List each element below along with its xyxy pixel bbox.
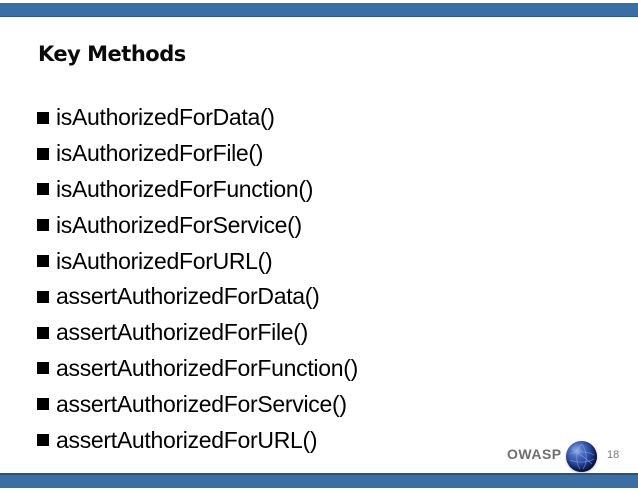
method-name: isAuthorizedForURL() [56,247,273,274]
method-name: isAuthorizedForFile() [56,140,264,167]
list-item: assertAuthorizedForFunction() [37,351,358,387]
bullet-square-icon [37,111,49,124]
page-title: Key Methods [38,42,186,66]
list-item: assertAuthorizedForFile() [37,315,358,351]
method-name: isAuthorizedForFunction() [56,175,314,202]
bullet-square-icon [37,183,49,196]
method-name: assertAuthorizedForFunction() [56,354,358,381]
bullet-square-icon [37,362,49,375]
bullet-square-icon [37,219,49,232]
top-accent-bar [0,3,638,17]
list-item: assertAuthorizedForData() [37,279,358,315]
list-item: isAuthorizedForFunction() [37,172,358,208]
method-name: isAuthorizedForData() [56,104,275,131]
list-item: isAuthorizedForURL() [37,243,358,279]
bullet-square-icon [37,255,49,268]
list-item: isAuthorizedForService() [37,207,358,243]
page-number: 18 [607,449,620,461]
list-item: assertAuthorizedForService() [37,386,358,422]
list-item: isAuthorizedForData() [37,100,358,136]
owasp-brand-label: OWASP [507,446,562,462]
method-name: isAuthorizedForService() [56,211,302,238]
bullet-square-icon [37,326,49,339]
bullet-square-icon [37,434,49,447]
method-list: isAuthorizedForData() isAuthorizedForFil… [37,100,358,458]
bullet-square-icon [37,398,49,411]
bullet-square-icon [37,147,49,160]
method-name: assertAuthorizedForService() [56,390,347,417]
bottom-accent-bar [0,473,638,488]
method-name: assertAuthorizedForData() [56,283,320,310]
list-item: isAuthorizedForFile() [37,136,358,172]
owasp-globe-icon [566,441,597,472]
method-name: assertAuthorizedForURL() [56,426,318,453]
bullet-square-icon [37,290,49,303]
method-name: assertAuthorizedForFile() [56,319,308,346]
list-item: assertAuthorizedForURL() [37,422,358,458]
